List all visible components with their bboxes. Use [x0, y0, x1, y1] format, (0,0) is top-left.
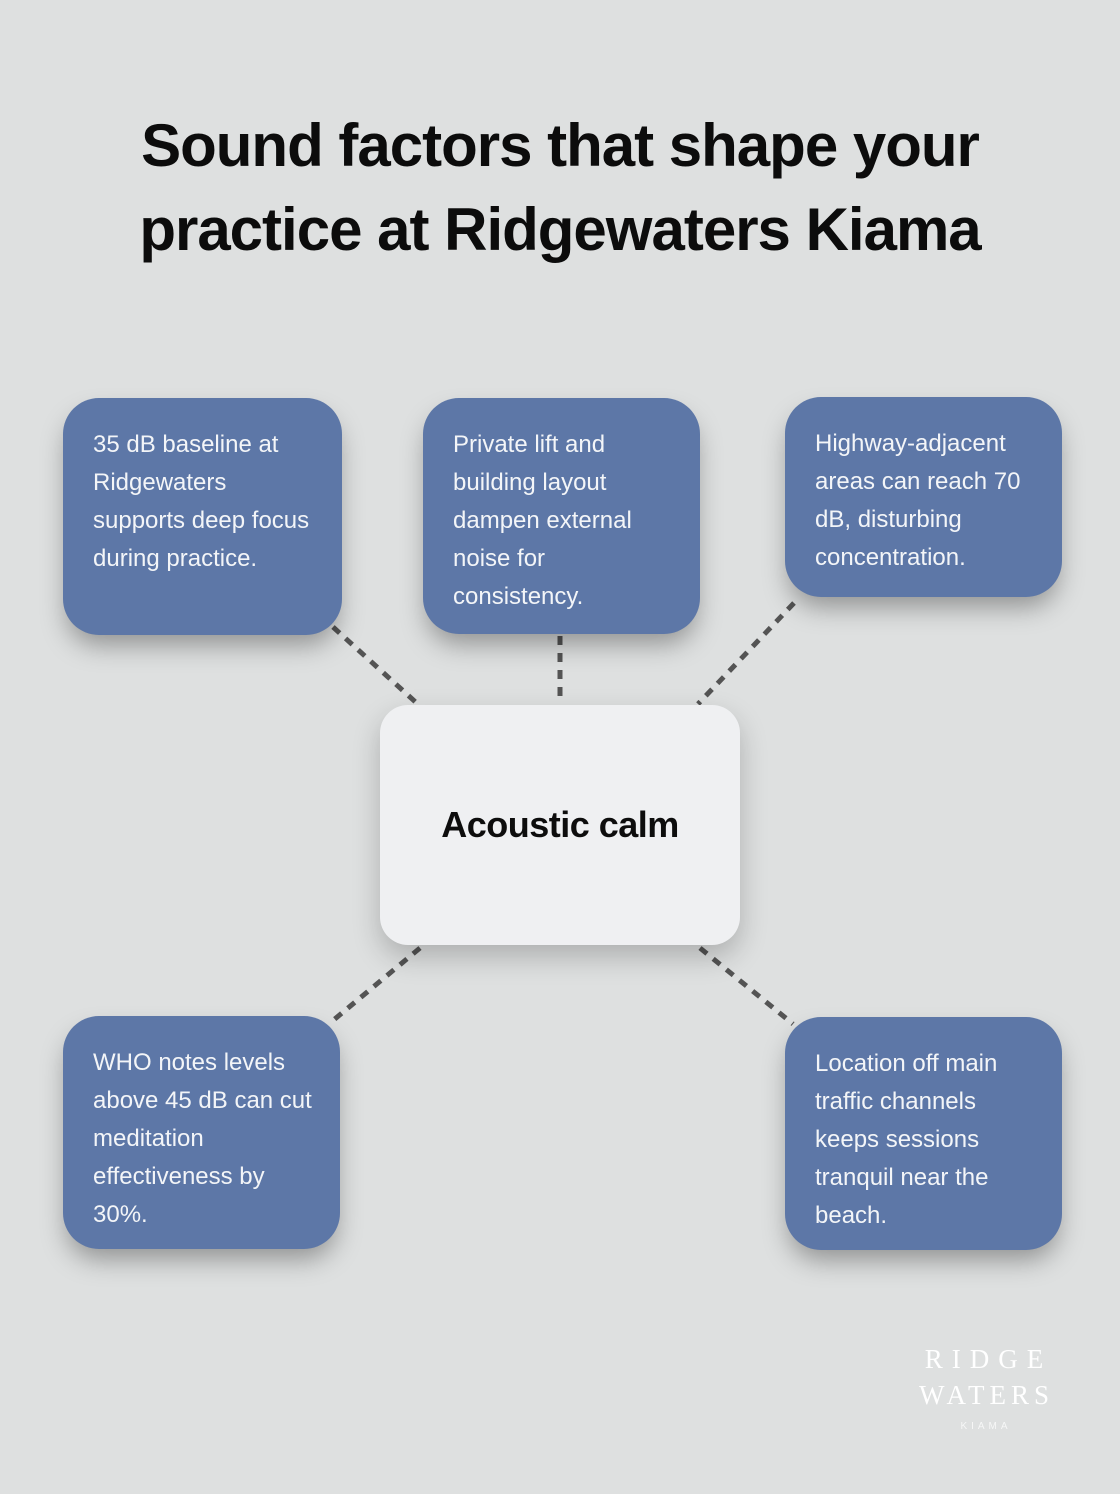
node-top-right: Highway-adjacent areas can reach 70 dB, …	[785, 397, 1062, 597]
node-bottom-left: WHO notes levels above 45 dB can cut med…	[63, 1016, 340, 1249]
center-node-label: Acoustic calm	[441, 804, 679, 845]
logo-line-kiama: KIAMA	[960, 1421, 1012, 1432]
connector-top-right	[696, 601, 796, 706]
logo-line-waters: WATERS	[918, 1380, 1054, 1410]
node-top-middle: Private lift and building layout dampen …	[423, 398, 700, 634]
brand-logo: RIDGE WATERS KIAMA	[904, 1344, 1064, 1432]
connector-bottom-left	[328, 946, 422, 1025]
page-title: Sound factors that shape your practice a…	[139, 112, 981, 263]
node-top-left: 35 dB baseline at Ridgewaters supports d…	[63, 398, 342, 635]
logo-line-ridge: RIDGE	[924, 1344, 1053, 1374]
center-node: Acoustic calm	[380, 705, 740, 945]
node-bottom-right: Location off main traffic channels keeps…	[785, 1017, 1062, 1250]
connector-top-left	[331, 625, 423, 709]
connector-bottom-right	[698, 946, 795, 1026]
